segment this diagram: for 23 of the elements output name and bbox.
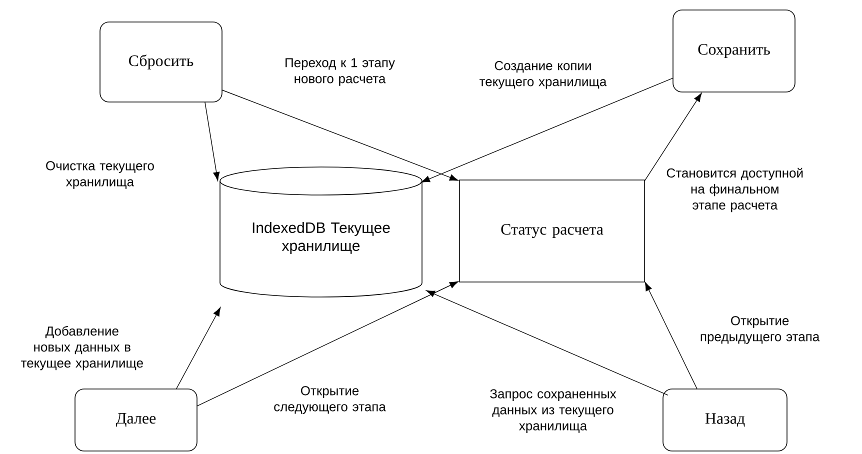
node-label: IndexedDB Текущее хранилище [252, 222, 390, 254]
edge-label: Создание копии текущего хранилища [480, 61, 607, 89]
button-box: Сохранить [672, 10, 796, 92]
arrow [644, 92, 702, 182]
button-box: Назад [662, 388, 788, 452]
arrow [196, 281, 458, 406]
arrow [204, 102, 220, 181]
edge-label: Открытие предыдущего этапа [700, 316, 820, 344]
edge-label: Запрос сохраненных данных из текущего хранилища [490, 389, 616, 433]
arrow [426, 290, 668, 396]
edge-label: Становится доступной на финальном этапе расчета [666, 168, 803, 212]
button-box: Далее [74, 388, 198, 452]
button-box: Сбросить [100, 22, 222, 102]
edge-label: Добавление новых данных в текущее хранилище [21, 326, 143, 370]
arrow [421, 78, 674, 182]
arrow [176, 307, 221, 390]
edge-label: Очистка текущего хранилища [46, 161, 154, 189]
cylinder: IndexedDB Текущее хранилище [220, 166, 422, 298]
edge-label: Открытие следующего этапа [274, 386, 386, 414]
edge-label: Переход к 1 этапу нового расчета [286, 58, 395, 86]
arrow [644, 282, 698, 390]
arrow [222, 90, 458, 181]
status-box: Статус расчета [459, 180, 645, 282]
